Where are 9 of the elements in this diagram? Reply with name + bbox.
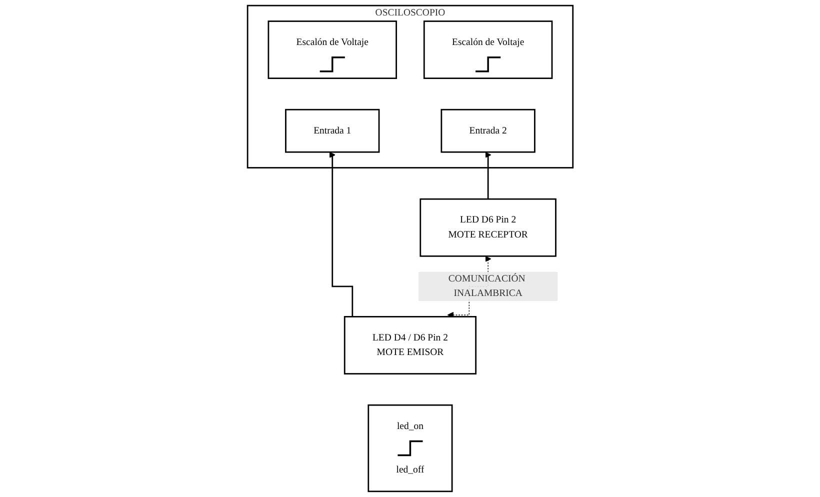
- arrow: [484, 152, 491, 200]
- edge-label: COMUNICACIÓN INALAMBRICA: [448, 274, 526, 299]
- node-box: Escalón de Voltaje: [423, 20, 552, 80]
- node-box: LED D6 Pin 2 MOTE RECEPTOR: [419, 198, 556, 257]
- node-box: Escalón de Voltaje: [268, 20, 397, 80]
- node-box: LED D4 / D6 Pin 2 MOTE EMISOR: [344, 316, 476, 374]
- node-box: led_on led_off: [367, 404, 453, 492]
- node-box: Entrada 2: [440, 108, 536, 153]
- node-box: Entrada 1: [284, 108, 380, 153]
